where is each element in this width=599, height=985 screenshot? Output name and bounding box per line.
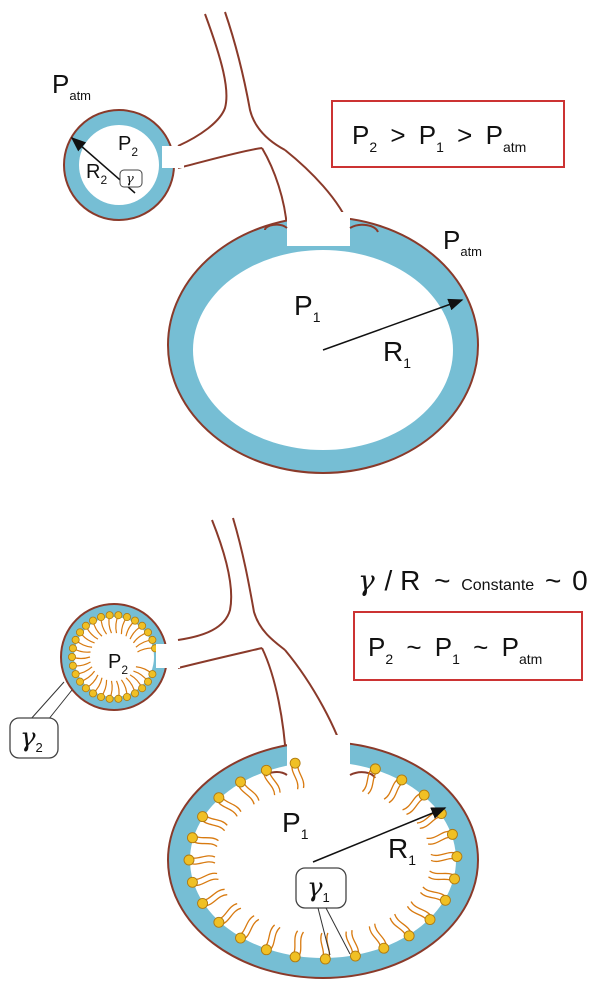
surfactant-head [115, 612, 122, 619]
surfactant-head [149, 636, 156, 643]
surfactant-head [115, 695, 122, 702]
surfactant-head [198, 898, 208, 908]
gamma-tag-top: γ [120, 170, 142, 187]
surfactant-head [404, 931, 414, 941]
surfactant-head [370, 764, 380, 774]
surfactant-head [82, 622, 89, 629]
surfactant-head [379, 943, 389, 953]
pressure-equality-box: P2 ~ P1 ~ Patm [354, 612, 582, 680]
surfactant-head [144, 629, 151, 636]
surfactant-head [106, 695, 113, 702]
surfactant-head [187, 877, 197, 887]
surfactant-head [261, 945, 271, 955]
surfactant-head [214, 793, 224, 803]
surfactant-head [106, 612, 113, 619]
surfactant-head [450, 874, 460, 884]
surfactant-head [290, 952, 300, 962]
surfactant-head [290, 758, 300, 768]
surfactant-head [149, 670, 156, 677]
surfactant-head [419, 790, 429, 800]
surfactant-head [320, 954, 330, 964]
surfactant-head [82, 685, 89, 692]
surfactant-head [187, 833, 197, 843]
surfactant-head [261, 765, 271, 775]
gamma2-callout: γ2 [10, 682, 72, 758]
surfactant-head [76, 678, 83, 685]
constant-ratio-label: γ / R ~ Constante ~ 0 [358, 564, 588, 597]
surfactant-head [214, 917, 224, 927]
top-airway [178, 12, 350, 228]
surfactant-head [447, 829, 457, 839]
surfactant-head [236, 933, 246, 943]
large-alveolus-bottom [168, 735, 478, 978]
surfactant-head [139, 622, 146, 629]
svg-text:γ: γ [126, 172, 134, 187]
surfactant-head [89, 690, 96, 697]
surfactant-head [68, 653, 75, 660]
surfactant-head [198, 812, 208, 822]
surfactant-head [123, 613, 130, 620]
surfactant-head [97, 693, 104, 700]
top-panel: Patm P2 R2 γ P2 > P1 > Patm Patm P1 R1 [52, 12, 564, 473]
surfactant-head [72, 636, 79, 643]
surfactant-head [76, 629, 83, 636]
surfactant-head [397, 775, 407, 785]
surfactant-head [425, 915, 435, 925]
bottom-panel: γ / R ~ Constante ~ 0 [10, 518, 588, 978]
surfactant-head [72, 670, 79, 677]
surfactant-head [184, 855, 194, 865]
surfactant-head [144, 678, 151, 685]
pressure-inequality-box: P2 > P1 > Patm [332, 101, 564, 167]
surfactant-head [131, 617, 138, 624]
surfactant-head [452, 852, 462, 862]
surfactant-head [97, 613, 104, 620]
small-alveolus-top [64, 110, 184, 220]
label-patm-top-left: Patm [52, 69, 91, 103]
label-patm-top-right: Patm [443, 225, 482, 259]
surfactant-head [123, 693, 130, 700]
surfactant-head [350, 951, 360, 961]
surfactant-head [69, 662, 76, 669]
surfactant-head [236, 777, 246, 787]
surfactant-head [139, 685, 146, 692]
surfactant-head [131, 690, 138, 697]
surfactant-head [440, 895, 450, 905]
surfactant-head [69, 645, 76, 652]
large-alveolus-top [168, 212, 478, 473]
surfactant-head [89, 617, 96, 624]
